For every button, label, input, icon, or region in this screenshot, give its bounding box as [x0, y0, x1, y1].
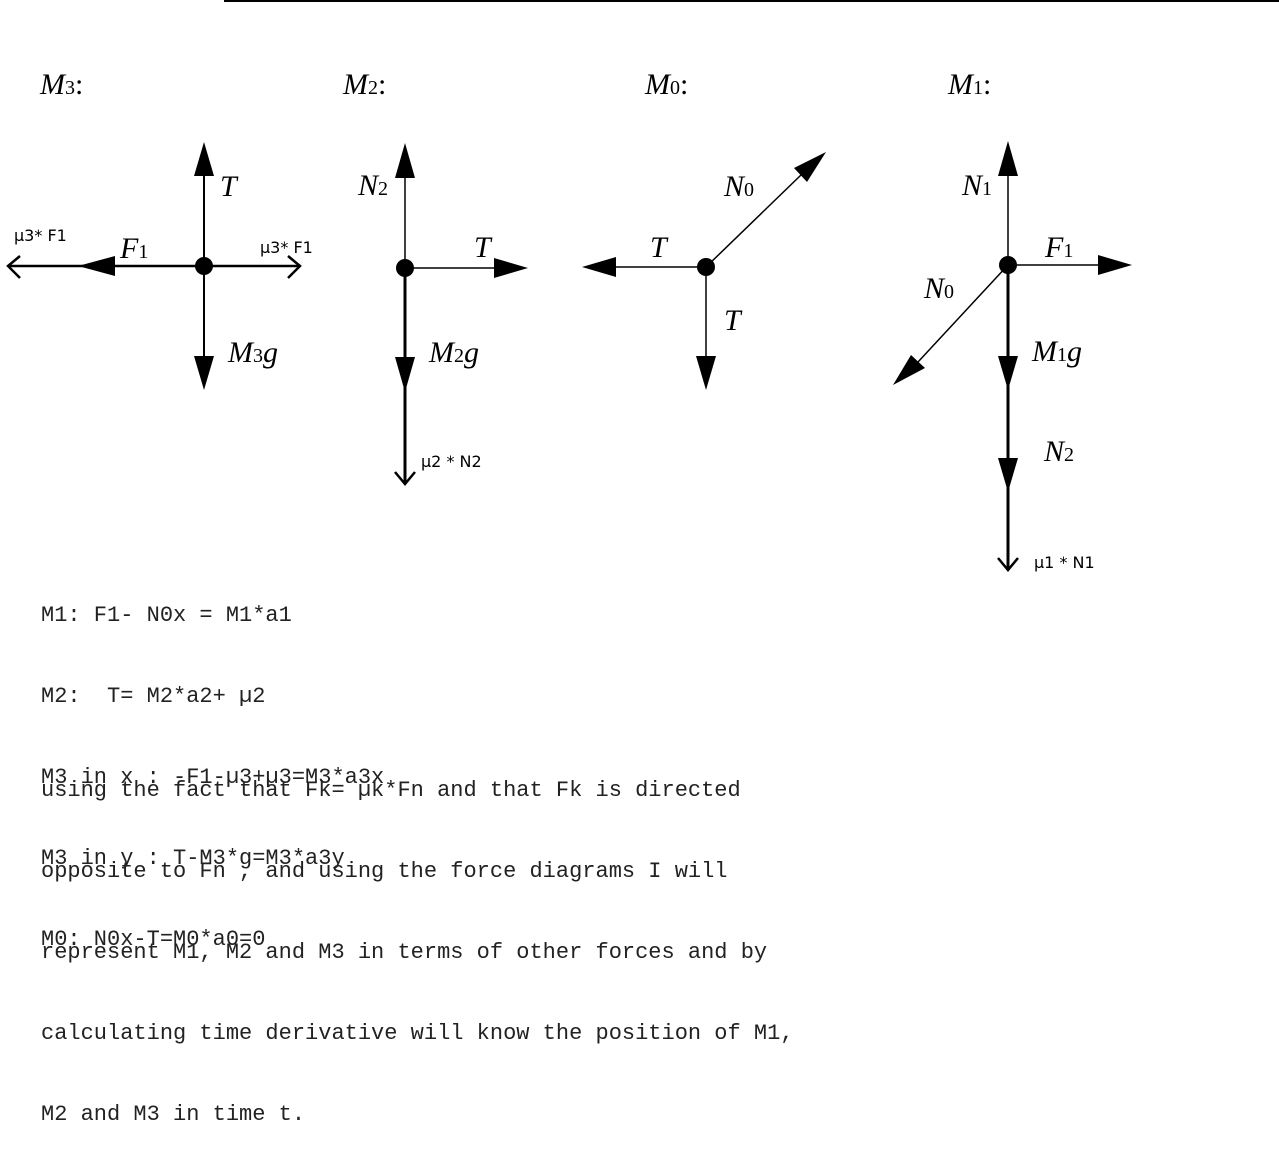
m1-n2-arrowhead [998, 458, 1018, 492]
m2-body-point [396, 259, 414, 277]
m0-body-point [697, 258, 715, 276]
m1-friction-label: µ1 * N1 [1034, 553, 1095, 572]
m3-f1-arrowhead [78, 256, 115, 276]
heading-m1: M1: [947, 68, 991, 101]
explanation-line: M2 and M3 in time t. [41, 1102, 306, 1127]
m2-weight-arrowhead [395, 357, 415, 392]
m3-friction-left-tip [6, 255, 21, 279]
m1-n0-arrowhead [893, 355, 925, 385]
m1-normal-up-arrowhead [998, 141, 1018, 176]
m0-label-N0: N0 [723, 170, 754, 203]
force-diagrams: M3: M2: M0: M1: T F1 M3g µ3* F1 µ3* F1 N… [6, 0, 1279, 572]
explanation-line: opposite to Fn , and using the force dia… [41, 859, 728, 884]
m1-label-N1: N1 [961, 169, 992, 202]
m0-tension-left-arrowhead [582, 257, 616, 277]
m2-label-T: T [474, 231, 493, 264]
m2-friction-label: µ2 * N2 [421, 452, 482, 471]
explanation-line: calculating time derivative will know th… [41, 1021, 794, 1046]
m3-label-T: T [220, 170, 239, 203]
m2-diagram: N2 T M2g µ2 * N2 [357, 143, 528, 486]
explanation-paragraph: using the fact that Fk= µk*Fn and that F… [41, 723, 794, 1155]
equation-m1: M1: F1- N0x = M1*a1 [41, 603, 292, 628]
m1-diagram: N1 F1 N0 M1g N2 µ1 * N1 [893, 141, 1132, 572]
m1-f1-arrowhead [1098, 255, 1132, 275]
equation-m3-y: M3 in y : T-M3*g=M3*a3y [41, 846, 345, 871]
heading-m2: M2: [342, 68, 386, 101]
m0-label-T-down: T [724, 304, 743, 337]
m3-body-point [195, 257, 213, 275]
m3-friction-label-right: µ3* F1 [260, 238, 313, 257]
m3-tension-arrowhead [194, 142, 214, 176]
m0-tension-down-arrowhead [696, 356, 716, 390]
m3-label-F1: F1 [119, 232, 148, 265]
m1-label-N0: N0 [923, 272, 954, 305]
heading-m3: M3: [39, 68, 83, 101]
explanation-line: represent M1, M2 and M3 in terms of othe… [41, 940, 768, 965]
m2-normal-arrowhead [395, 143, 415, 178]
m3-weight-arrowhead [194, 356, 214, 390]
heading-m0: M0: [644, 68, 688, 101]
m3-diagram: T F1 M3g µ3* F1 µ3* F1 [6, 142, 313, 390]
m2-label-M2g: M2g [428, 336, 479, 369]
m3-friction-label-left: µ3* F1 [14, 226, 67, 245]
m2-tension-arrowhead [494, 258, 528, 278]
m0-normal-arrow [705, 174, 802, 268]
m2-friction-tip [394, 471, 416, 486]
m3-friction-right-tip [287, 255, 302, 279]
m1-label-F1: F1 [1044, 231, 1073, 264]
m1-body-point [999, 256, 1017, 274]
equation-m2: M2: T= M2*a2+ µ2 [41, 684, 266, 709]
m1-label-N2: N2 [1043, 435, 1074, 468]
m2-label-N2: N2 [357, 169, 388, 202]
m1-n0-arrow [917, 264, 1009, 363]
m0-normal-arrowhead [794, 152, 826, 182]
m1-weight-arrowhead [998, 356, 1018, 390]
m1-label-M1g: M1g [1031, 335, 1082, 368]
m3-label-M3g: M3g [227, 336, 278, 369]
m1-friction-tip [997, 557, 1019, 572]
m0-diagram: N0 T T [582, 152, 826, 390]
equation-m3-x: M3 in x : -F1-µ3+µ3=M3*a3x [41, 765, 385, 790]
explanation-line: using the fact that Fk= µk*Fn and that F… [41, 778, 741, 803]
m0-label-T-left: T [650, 231, 669, 264]
